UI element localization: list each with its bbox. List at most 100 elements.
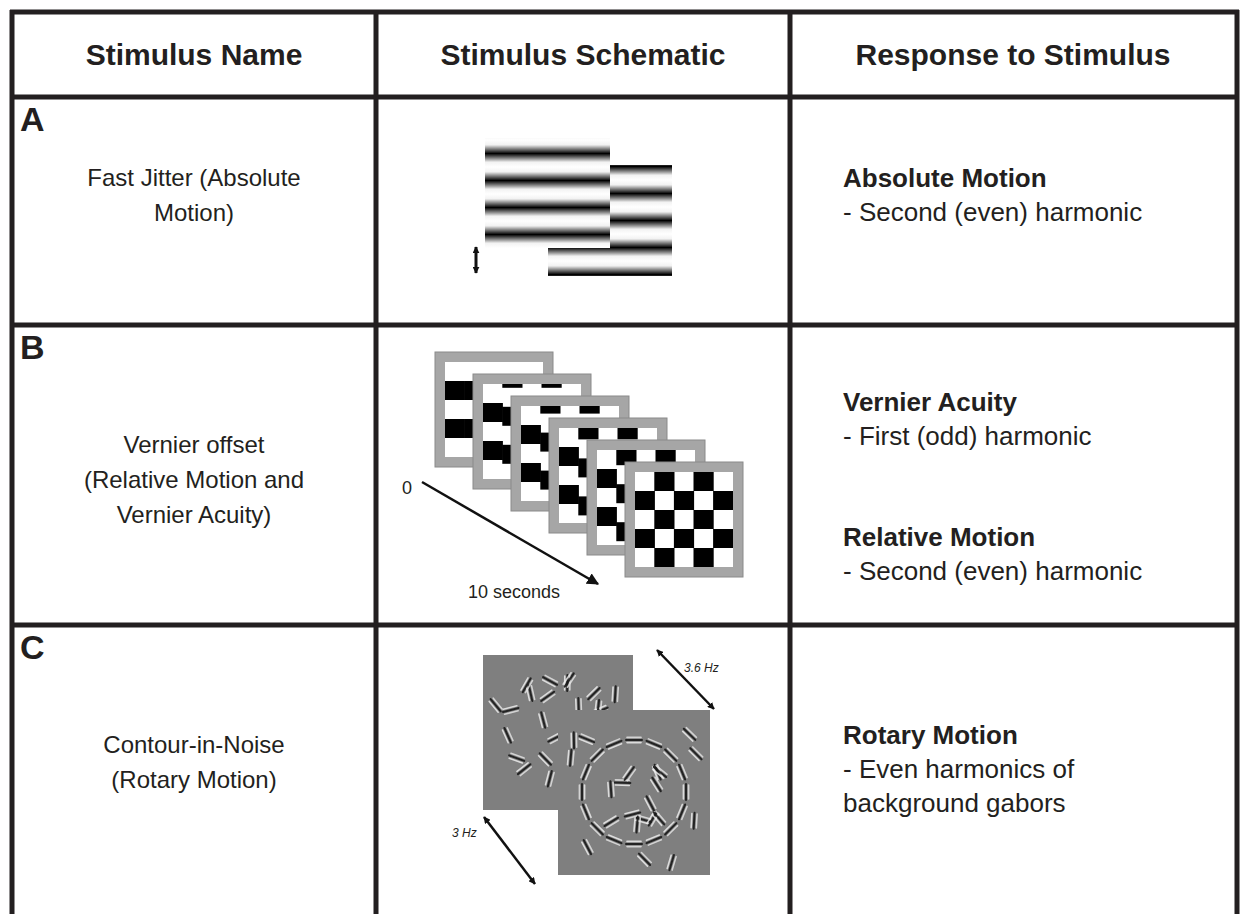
gabor-patch <box>606 835 623 846</box>
vernier-frames <box>435 343 743 605</box>
gabor-panel-front <box>558 710 710 875</box>
bar-segment <box>654 510 674 529</box>
grid-line <box>10 95 1239 100</box>
gabor-patch <box>502 727 513 744</box>
bar-segment <box>694 510 714 529</box>
gabor-patch <box>542 675 559 687</box>
gabor-patch <box>539 712 548 729</box>
bar-segment <box>635 529 655 548</box>
bar-segment <box>713 491 733 510</box>
grid-line <box>10 10 1239 15</box>
bar-segment <box>597 469 617 488</box>
gabor-patch <box>580 764 591 781</box>
gabor-patch <box>663 821 678 836</box>
gabor-patch <box>646 738 663 749</box>
bar-segment <box>445 419 465 438</box>
gabor-patch <box>626 841 642 846</box>
response-detail: - Even harmonics of background gabors <box>843 752 1118 820</box>
gabor-patch <box>634 816 640 832</box>
table-grid <box>10 10 1239 914</box>
bar-segment <box>502 384 522 388</box>
vernier-bars <box>635 472 733 567</box>
jitter-arrow <box>475 247 478 273</box>
gabor-patch <box>538 751 553 766</box>
gabor-patch <box>606 738 623 749</box>
response-detail: - First (odd) harmonic <box>843 419 1092 453</box>
gabor-patch <box>520 677 533 693</box>
gabor-field <box>567 727 703 871</box>
bar-segment <box>521 425 541 444</box>
gabor-patch <box>626 737 642 742</box>
gabor-patch <box>677 804 688 821</box>
bar-segment <box>597 507 617 526</box>
alternation-arrow <box>484 817 535 884</box>
grid-line <box>10 323 1239 328</box>
gabor-patch <box>637 852 652 867</box>
column-header: Stimulus Schematic <box>388 38 778 72</box>
response-heading: Absolute Motion <box>843 161 1047 195</box>
stimulus-name: Fast Jitter (Absolute Motion) <box>87 160 302 230</box>
row-letter: A <box>20 102 45 136</box>
grating-front <box>485 138 610 248</box>
gabor-patch <box>540 690 556 704</box>
gabor-patch <box>545 770 554 787</box>
gabor-patch <box>652 765 668 779</box>
gabor-patch <box>612 686 618 702</box>
gabor-patch <box>608 781 614 797</box>
bar-segment <box>694 472 714 491</box>
grid-line <box>10 623 1239 628</box>
gabor-patch <box>502 705 519 714</box>
alternation-arrow <box>657 650 714 709</box>
stimulus-name: Contour-in-Noise (Rotary Motion) <box>92 727 297 797</box>
gabor-patch <box>526 685 535 702</box>
bar-segment <box>559 485 579 504</box>
gabor-patch <box>663 748 678 763</box>
stimulus-name: Vernier offset (Relative Motion and Vern… <box>83 427 305 532</box>
time-label: 10 seconds <box>468 582 560 602</box>
gabor-patch <box>688 746 703 761</box>
bar-segment <box>713 529 733 548</box>
gabor-patch <box>644 795 656 812</box>
frame-field <box>635 472 733 567</box>
grid-line <box>374 10 379 914</box>
gabor-patch <box>516 762 532 776</box>
bar-segment <box>674 491 694 510</box>
frequency-label: 3 Hz <box>452 826 477 840</box>
bar-segment <box>540 406 560 414</box>
gabor-patch <box>508 753 525 763</box>
bar-segment <box>654 472 674 491</box>
gabor-patch <box>579 784 584 800</box>
gabor-patch <box>683 784 688 800</box>
bar-segment <box>635 491 655 510</box>
gabor-patch <box>622 766 636 782</box>
frequency-label: 3.6 Hz <box>684 661 719 675</box>
row-letter: C <box>20 630 45 664</box>
gabor-patch <box>578 734 595 745</box>
column-header: Response to Stimulus <box>798 38 1228 72</box>
grid-line <box>1235 10 1240 914</box>
bar-segment <box>445 381 465 400</box>
time-arrow <box>422 482 598 584</box>
bar-segment <box>618 428 638 439</box>
response-heading: Relative Motion <box>843 520 1035 554</box>
gabor-patch <box>590 821 605 836</box>
gabor-patch <box>567 750 574 766</box>
bar-segment <box>654 548 674 567</box>
gabor-patch <box>603 816 619 829</box>
grating-stimulus <box>476 138 672 276</box>
gabor-patch <box>581 839 593 856</box>
gabor-patch <box>586 686 601 701</box>
bar-segment <box>521 463 541 482</box>
bar-segment <box>483 403 503 422</box>
bar-segment <box>580 406 600 414</box>
bar-segment <box>559 447 579 466</box>
response-heading: Vernier Acuity <box>843 385 1017 419</box>
time-label: 0 <box>402 478 412 498</box>
bar-segment <box>694 548 714 567</box>
gabor-patch <box>571 732 577 748</box>
gabor-patch <box>590 748 605 763</box>
gabor-patch <box>652 811 666 826</box>
grid-line <box>788 10 793 914</box>
